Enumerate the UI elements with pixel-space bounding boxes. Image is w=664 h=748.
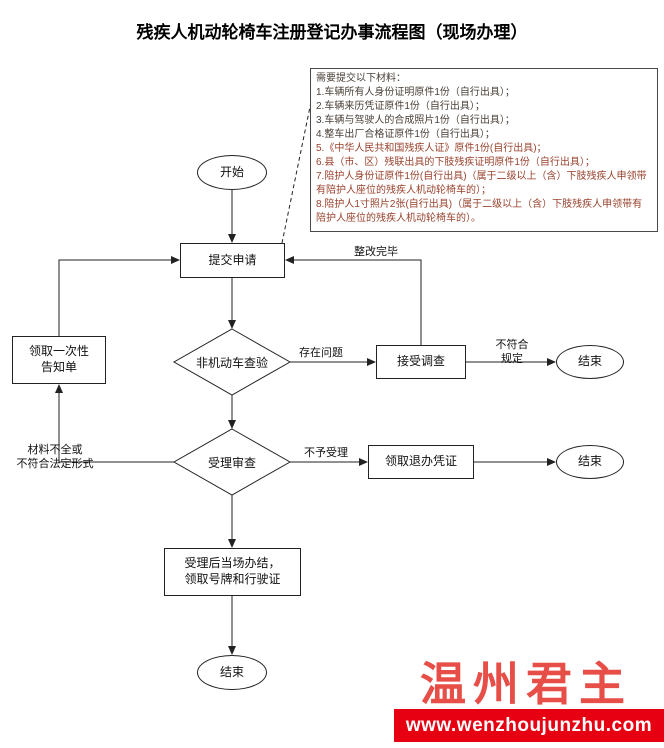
edge-label-incomplete: 材料不全或 不符合法定形式: [2, 443, 108, 471]
edge-label-incomplete-line1: 材料不全或: [27, 444, 83, 456]
node-one-time-notice: 领取一次性 告知单: [12, 336, 106, 384]
node-end-bottom-label: 结束: [219, 664, 244, 679]
node-complete-label-line2: 领取号牌和行驶证: [184, 572, 281, 586]
node-receipt-label: 领取退办凭证: [384, 454, 457, 469]
note-line: 4.整车出厂合格证原件1份（自行出具）；: [316, 129, 495, 140]
node-return-receipt: 领取退办凭证: [368, 445, 474, 479]
node-complete-label-line1: 受理后当场办结，: [184, 556, 281, 571]
node-complete-onsite: 受理后当场办结， 领取号牌和行驶证: [164, 548, 301, 596]
note-line: 8.陪护人1寸照片2张(自行出具)（属于二级以上（含）下肢残疾人申领带有陪护人座…: [316, 199, 643, 224]
note-line: 3.车辆与驾驶人的合成照片1份（自行出具）；: [316, 115, 515, 126]
node-start-label: 开始: [219, 164, 244, 179]
note-line: 1.车辆所有人身份证明原件1份（自行出具）；: [316, 87, 515, 98]
node-accept-investigation: 接受调查: [376, 345, 466, 379]
page-title: 残疾人机动轮椅车注册登记办事流程图（现场办理）: [136, 23, 528, 42]
note-line: 6.县（市、区）残联出具的下肢残疾证明原件1份（自行出具）；: [316, 157, 595, 168]
watermark-url-bar: www.wenzhoujunzhu.com: [394, 709, 664, 742]
node-end-mid: 结束: [556, 445, 624, 479]
materials-note-box: 需要提交以下材料： 1.车辆所有人身份证明原件1份（自行出具）； 2.车辆来历凭…: [310, 68, 658, 232]
note-line: 2.车辆来历凭证原件1份（自行出具）；: [316, 101, 485, 112]
note-line: 5.《中华人民共和国残疾人证》原件1份(自行出具)；: [316, 143, 547, 154]
watermark-url-text: www.wenzhoujunzhu.com: [405, 714, 653, 736]
node-notice-label-line2: 告知单: [40, 360, 77, 374]
node-submit-label: 提交申请: [208, 252, 257, 267]
node-end-top: 结束: [556, 345, 624, 379]
edge-notice-to-submit: [58, 256, 180, 336]
edge-investigate-to-submit: [285, 256, 422, 345]
node-start: 开始: [197, 155, 267, 190]
node-review-decision: 受理审查: [174, 449, 290, 475]
edge-label-rejected: 不予受理: [304, 447, 348, 459]
edge-label-problem: 存在问题: [299, 347, 343, 359]
note-line: 7.陪护人身份证原件1份(自行出具)（属于二级以上（含）下肢残疾人申领带有陪护人…: [316, 171, 647, 196]
node-submit-application: 提交申请: [180, 243, 285, 278]
watermark-brand: 温州君主: [420, 659, 632, 710]
edge-label-rectified: 整改完毕: [354, 246, 398, 258]
node-notice-label-line1: 领取一次性: [28, 344, 89, 359]
node-investigate-label: 接受调查: [396, 354, 445, 369]
node-end-mid-label: 结束: [577, 454, 602, 469]
node-inspect-label: 非机动车查验: [195, 355, 268, 370]
node-inspect-decision: 非机动车查验: [174, 349, 290, 375]
node-end-top-label: 结束: [577, 354, 602, 369]
edge-label-noncompliant: 不符合 规定: [484, 338, 540, 366]
node-review-label: 受理审查: [207, 455, 256, 470]
note-line: 需要提交以下材料：: [316, 73, 406, 84]
edge-label-noncompliant-line1: 不符合: [495, 339, 529, 351]
note-dashed-connector: [281, 101, 312, 244]
node-end-bottom: 结束: [197, 655, 267, 690]
edge-label-noncompliant-line2: 规定: [501, 353, 523, 365]
edge-label-incomplete-line2: 不符合法定形式: [16, 458, 94, 470]
